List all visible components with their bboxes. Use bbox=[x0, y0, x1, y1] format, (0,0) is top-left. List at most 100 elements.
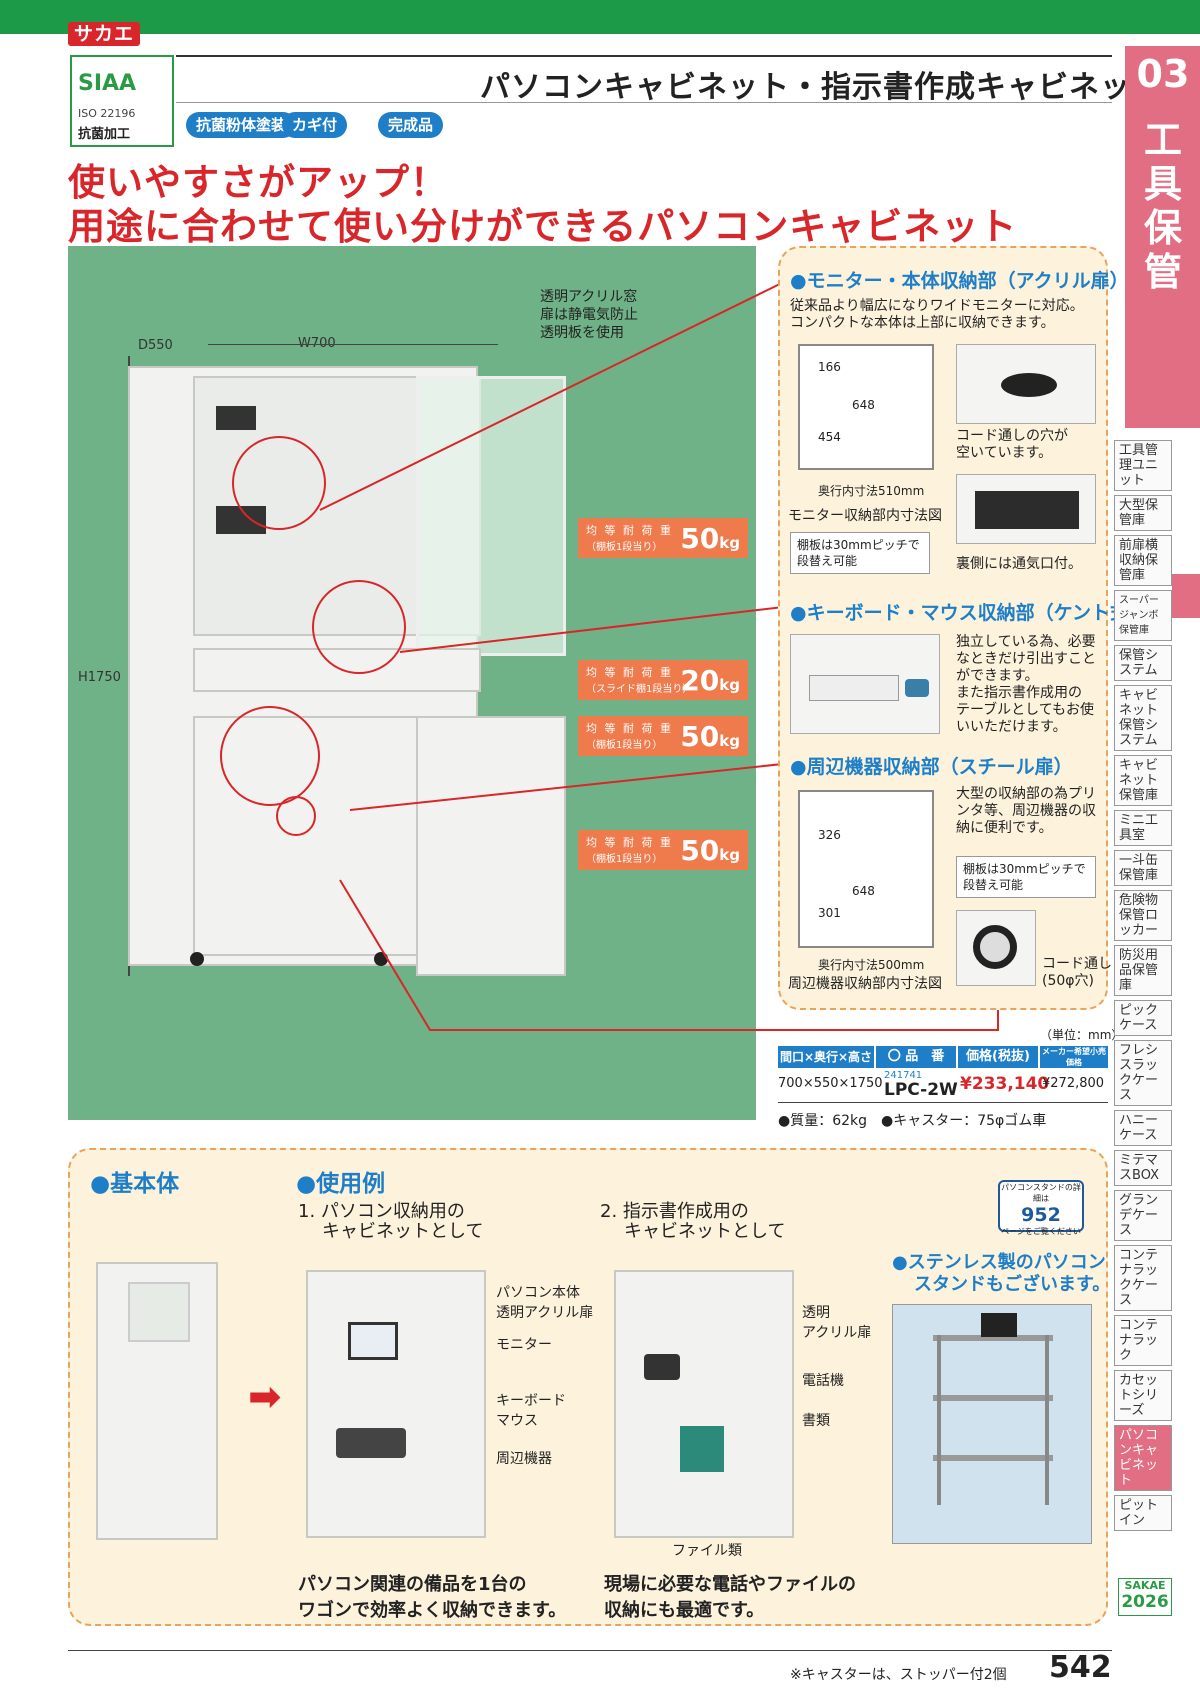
label-pc: パソコン本体 bbox=[496, 1285, 580, 1301]
index-item[interactable]: ピックケース bbox=[1114, 1000, 1172, 1036]
usage2-cabinet bbox=[614, 1270, 794, 1538]
index-item[interactable]: 危険物保管ロッカー bbox=[1114, 890, 1172, 941]
peripheral-section-title: ●周辺機器収納部（スチール扉） bbox=[790, 756, 1073, 778]
phone-icon bbox=[644, 1354, 680, 1380]
hole-note: コード通しの穴が 空いています。 bbox=[956, 428, 1068, 462]
vent-grille bbox=[975, 491, 1079, 529]
index-item[interactable]: 一斗缶保管庫 bbox=[1114, 850, 1172, 886]
vent-upper bbox=[216, 406, 256, 430]
label-transparent: 透明 bbox=[802, 1305, 830, 1321]
stand-title: ●ステンレス製のパソコン スタンドもございます。 bbox=[892, 1252, 1110, 1296]
laptop-icon bbox=[981, 1313, 1017, 1337]
index-item[interactable]: 防災用品保管庫 bbox=[1114, 945, 1172, 996]
label-files: ファイル類 bbox=[672, 1543, 742, 1559]
keyboard-desc-line1: 独立している為、必要 bbox=[956, 634, 1096, 650]
headline-line2: 用途に合わせて使い分けができるパソコンキャビネット bbox=[68, 205, 1018, 248]
stand-ref-line3: ページをご覧ください bbox=[1001, 1227, 1081, 1236]
usage1-cabinet bbox=[306, 1270, 486, 1538]
index-item[interactable]: 保管システム bbox=[1114, 645, 1172, 681]
siaa-iso: ISO 22196 bbox=[78, 107, 136, 120]
monitor-depth-note: 奥行内寸法510mm bbox=[818, 484, 925, 498]
load-sublabel: （棚板1段当り） bbox=[586, 854, 663, 865]
dim-301: 301 bbox=[818, 906, 841, 920]
acrylic-door bbox=[416, 376, 566, 656]
sakae-year: 2026 bbox=[1121, 1592, 1169, 1612]
th-retail: メーカー希望小売価格 bbox=[1040, 1046, 1108, 1068]
index-item[interactable]: キャビネット保管庫 bbox=[1114, 755, 1172, 806]
index-item[interactable]: ミテマスBOX bbox=[1114, 1150, 1172, 1186]
siaa-mark: SIAA ISO 22196 抗菌加工 bbox=[70, 55, 174, 147]
index-item[interactable]: ミニ工具室 bbox=[1114, 810, 1172, 846]
badge-coating: 抗菌粉体塗装 bbox=[186, 112, 297, 138]
index-item[interactable]: 大型保管庫 bbox=[1114, 495, 1172, 531]
step2-line2: キャビネットとして bbox=[624, 1221, 786, 1242]
peripheral-depth-note: 奥行内寸法500mm bbox=[818, 958, 925, 972]
chapter-tab: 03 工具保管 bbox=[1125, 46, 1200, 428]
cord-note-line1: コード通し bbox=[1042, 956, 1112, 972]
dim-height: H1750 bbox=[78, 670, 121, 685]
arrow-right-icon: ➡ bbox=[248, 1374, 282, 1420]
keyboard-icon bbox=[809, 675, 899, 701]
index-item[interactable]: フレシスラックケース bbox=[1114, 1040, 1172, 1106]
keyboard-desc-line6: いいただけます。 bbox=[956, 719, 1067, 735]
callout-circle-shelf bbox=[220, 706, 320, 806]
index-item[interactable]: 前扉横収納保管庫 bbox=[1114, 535, 1172, 586]
load-value: 50kg bbox=[680, 720, 740, 753]
side-index: 工具管理ユニット 大型保管庫 前扉横収納保管庫 スーパージャンボ保管庫 保管シス… bbox=[1114, 440, 1172, 1535]
stand-title-line2: スタンドもございます。 bbox=[914, 1274, 1111, 1295]
dim-width: W700 bbox=[298, 336, 336, 351]
dim-depth: D550 bbox=[138, 338, 173, 353]
usage-title: ●使用例 bbox=[296, 1171, 386, 1197]
load-label: 均 等 耐 荷 重 bbox=[586, 836, 673, 849]
th-price: 価格(税抜) bbox=[958, 1046, 1038, 1068]
page-title: パソコンキャビネット・指示書作成キャビネット bbox=[480, 70, 1162, 105]
brand-logo: サカエ bbox=[68, 22, 141, 46]
callout-circle-monitor bbox=[232, 436, 326, 530]
shelf-note-line1: 棚板は30mmピッチで bbox=[797, 538, 920, 552]
th-size: 間口×奥行×高さ bbox=[778, 1046, 874, 1068]
load-badge-lower2: 均 等 耐 荷 重 （棚板1段当り） 50kg bbox=[578, 830, 748, 870]
dim-648-lower: 648 bbox=[852, 884, 875, 898]
load-label: 均 等 耐 荷 重 bbox=[586, 524, 673, 537]
index-item-active[interactable]: パソコンキャビネット bbox=[1114, 1425, 1172, 1491]
stand-page-ref[interactable]: パソコンスタンドの詳細は 952 ページをご覧ください bbox=[998, 1180, 1084, 1236]
spec-notes: ●質量：62kg ●キャスター：75φゴム車 bbox=[778, 1113, 1047, 1129]
usage1-caption: パソコン関連の備品を1台の ワゴンで効率よく収納できます。 bbox=[298, 1572, 566, 1624]
stand-shelf-mid bbox=[933, 1395, 1053, 1401]
index-item[interactable]: グランデケース bbox=[1114, 1190, 1172, 1241]
load-value: 20kg bbox=[680, 664, 740, 697]
label-monitor: モニター bbox=[496, 1337, 552, 1353]
td-price: ¥233,140 bbox=[960, 1074, 1050, 1094]
stand-leg-right bbox=[1045, 1335, 1049, 1505]
index-item[interactable]: スーパージャンボ保管庫 bbox=[1114, 590, 1172, 641]
index-item[interactable]: 工具管理ユニット bbox=[1114, 440, 1172, 491]
index-item[interactable]: キャビネット保管システム bbox=[1114, 685, 1172, 751]
index-item[interactable]: カセットシリーズ bbox=[1114, 1370, 1172, 1421]
index-item[interactable]: コンテナラックケース bbox=[1114, 1245, 1172, 1311]
dim-326: 326 bbox=[818, 828, 841, 842]
stand-shelf-top bbox=[933, 1335, 1053, 1341]
index-item[interactable]: ピットイン bbox=[1114, 1495, 1172, 1531]
peripheral-diagram-caption: 周辺機器収納部内寸法図 bbox=[788, 976, 942, 992]
peripheral-desc-line3: 納に便利です。 bbox=[956, 820, 1053, 836]
keyboard-desc-line3: ができます。 bbox=[956, 668, 1039, 684]
stand-shelf-low bbox=[933, 1455, 1053, 1461]
siaa-text: SIAA bbox=[78, 71, 137, 96]
shelf-note-line2: 段替え可能 bbox=[963, 878, 1024, 892]
load-badge-slide: 均 等 耐 荷 重 （スライド棚1段当り） 20kg bbox=[578, 660, 748, 700]
index-item[interactable]: コンテナラック bbox=[1114, 1315, 1172, 1366]
stand-leg-left bbox=[937, 1335, 941, 1505]
badge-complete: 完成品 bbox=[378, 112, 444, 138]
monitor-desc: 従来品より幅広になりワイドモニターに対応。 コンパクトな本体は上部に収納できます… bbox=[790, 298, 1084, 332]
headline-line1: 使いやすさがアップ！ bbox=[68, 161, 448, 204]
peripheral-desc-line2: ンタ等、周辺機器の収 bbox=[956, 803, 1096, 819]
index-item[interactable]: ハニーケース bbox=[1114, 1110, 1172, 1146]
callout-acrylic-line2: 扉は静電気防止 bbox=[540, 307, 638, 323]
callout-acrylic-line1: 透明アクリル窓 bbox=[540, 289, 638, 305]
badge-lock: カギ付 bbox=[282, 112, 348, 138]
monitor-icon bbox=[348, 1322, 398, 1360]
vent-photo bbox=[956, 474, 1096, 544]
load-badge-lower1: 均 等 耐 荷 重 （棚板1段当り） 50kg bbox=[578, 716, 748, 756]
vent-note: 裏側には通気口付。 bbox=[956, 556, 1082, 572]
dim-454: 454 bbox=[818, 430, 841, 444]
